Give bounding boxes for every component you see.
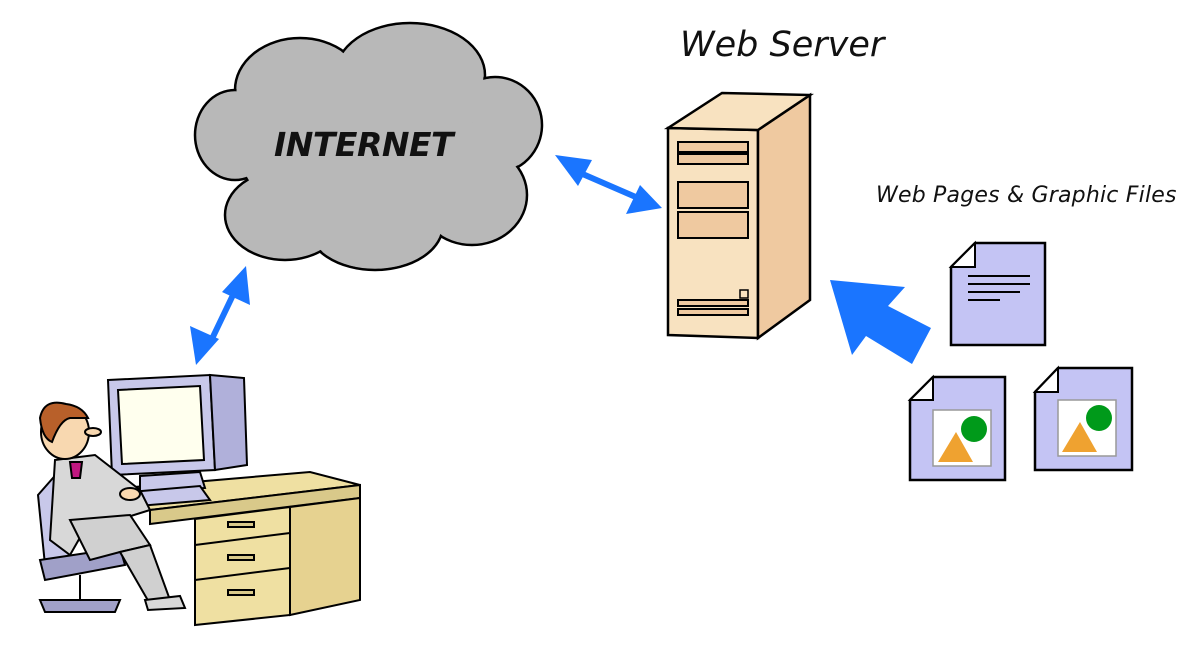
files-label: Web Pages & Graphic Files [876, 183, 1177, 208]
internet-label: INTERNET [274, 125, 454, 164]
document-icon [948, 240, 1047, 347]
image-file-icon [1032, 365, 1134, 472]
cloud-user-arrow [190, 266, 250, 365]
files-to-server-arrow [830, 280, 931, 364]
server-tower-icon [663, 91, 814, 341]
cloud-server-arrow [555, 155, 662, 214]
user-at-computer-icon [36, 373, 361, 627]
web-server-label: Web Server [680, 25, 885, 65]
internet-cloud-icon [193, 21, 544, 272]
image-file-icon [907, 374, 1007, 482]
